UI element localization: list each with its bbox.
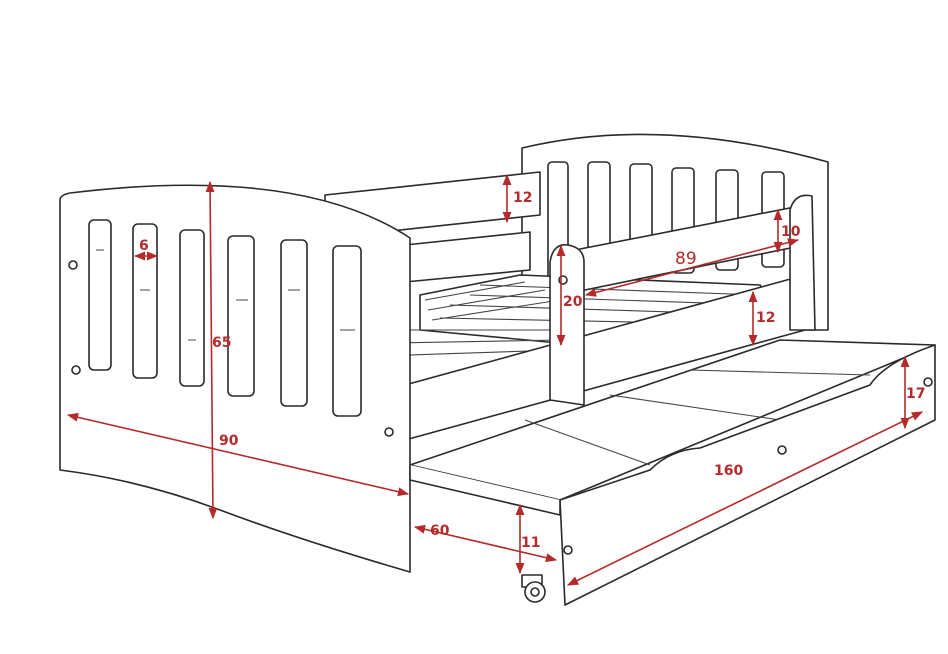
dim-drawer-depth: 60	[430, 523, 450, 539]
dim-bed-width: 90	[219, 433, 239, 449]
dim-drawer-length: 160	[714, 463, 743, 479]
dim-guard-rail-length: 89	[675, 249, 697, 269]
guard-rail-end-post	[789, 194, 816, 331]
dim-floor-clearance: 11	[521, 535, 540, 551]
front-headboard-slots	[88, 219, 362, 417]
dim-headboard-height: 65	[212, 335, 231, 351]
dim-drawer-height: 17	[906, 386, 925, 402]
dim-top-rail-height: 12	[513, 190, 532, 206]
caster-wheel	[521, 574, 546, 603]
dim-guard-post-height: 20	[563, 294, 583, 310]
dim-guard-rail-height: 10	[781, 224, 801, 240]
guard-rail-post	[549, 244, 585, 406]
dim-side-rail-height: 12	[756, 310, 775, 326]
dim-slot-width: 6	[139, 238, 149, 254]
dimension-lines	[66, 173, 924, 586]
